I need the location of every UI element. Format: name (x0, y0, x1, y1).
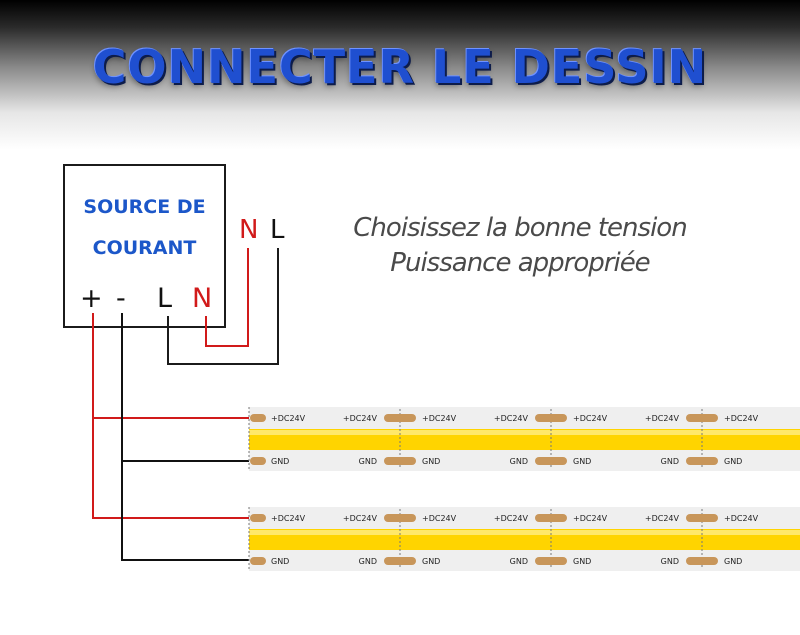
solder-pad-negative (686, 457, 718, 465)
negative-wire (121, 313, 258, 561)
note-power: Puissance appropriée (390, 248, 650, 278)
solder-pad-positive (686, 514, 718, 522)
cob-led-highlight (249, 430, 800, 435)
terminal-negative: - (116, 283, 126, 314)
strip-label-gnd: GND (661, 457, 679, 466)
solder-pad-positive (686, 414, 718, 422)
strip-label-positive: +DC24V (343, 414, 378, 423)
strip-label-gnd: GND (271, 457, 289, 466)
power-source-label-line2: COURANT (92, 237, 197, 259)
solder-pad-negative (686, 557, 718, 565)
terminal-positive: + (80, 283, 103, 314)
solder-pad-positive (250, 414, 266, 422)
strip-label-positive: +DC24V (724, 514, 759, 523)
strip-label-gnd: GND (359, 557, 377, 566)
strip-label-gnd: GND (510, 557, 528, 566)
header-banner (0, 0, 800, 150)
strip-label-gnd: GND (510, 457, 528, 466)
strip-label-gnd: GND (359, 457, 377, 466)
solder-pad-positive (384, 414, 416, 422)
strip-label-gnd: GND (661, 557, 679, 566)
led-strip: +DC24V GND +DC24V GND +DC24V GND +DC24V GND +DC2… (248, 407, 800, 471)
solder-pad-negative (384, 457, 416, 465)
strip-label-gnd: GND (422, 457, 440, 466)
strip-label-positive: +DC24V (573, 514, 608, 523)
strip-label-gnd: GND (422, 557, 440, 566)
terminal-live: L (157, 283, 173, 314)
led-strip: +DC24V GND +DC24V GND +DC24V GND +DC24V GND +DC2… (248, 507, 800, 571)
strip-label-gnd: GND (724, 457, 742, 466)
ac-neutral-wire (205, 248, 249, 347)
solder-pad-positive (535, 414, 567, 422)
strip-label-positive: +DC24V (343, 514, 378, 523)
terminal-neutral: N (192, 283, 213, 314)
ac-input-live-label: L (270, 215, 285, 245)
ac-live-wire (167, 248, 279, 365)
strip-label-positive: +DC24V (724, 414, 759, 423)
strip-label-positive: +DC24V (573, 414, 608, 423)
strip-label-gnd: GND (724, 557, 742, 566)
strip-label-positive: +DC24V (422, 414, 457, 423)
solder-pad-positive (384, 514, 416, 522)
solder-pad-negative (250, 457, 266, 465)
cob-led-highlight (249, 530, 800, 535)
solder-pad-negative (535, 457, 567, 465)
solder-pad-positive (535, 514, 567, 522)
strip-label-positive: +DC24V (494, 514, 529, 523)
strip-label-gnd: GND (271, 557, 289, 566)
solder-pad-positive (250, 514, 266, 522)
strip-label-positive: +DC24V (271, 414, 306, 423)
power-source-label-line1: SOURCE DE (83, 196, 206, 218)
power-source-box: SOURCE DE COURANT (63, 164, 226, 328)
positive-wire (92, 313, 258, 519)
note-voltage: Choisissez la bonne tension (353, 213, 687, 243)
strip-label-gnd: GND (573, 557, 591, 566)
strip-label-positive: +DC24V (422, 514, 457, 523)
strip-label-positive: +DC24V (271, 514, 306, 523)
page-title: CONNECTER LE DESSIN (92, 40, 708, 94)
solder-pad-negative (535, 557, 567, 565)
strip-label-positive: +DC24V (645, 414, 680, 423)
strip-label-positive: +DC24V (494, 414, 529, 423)
solder-pad-negative (250, 557, 266, 565)
strip-label-gnd: GND (573, 457, 591, 466)
solder-pad-negative (384, 557, 416, 565)
ac-input-neutral-label: N (239, 215, 259, 245)
strip-label-positive: +DC24V (645, 514, 680, 523)
